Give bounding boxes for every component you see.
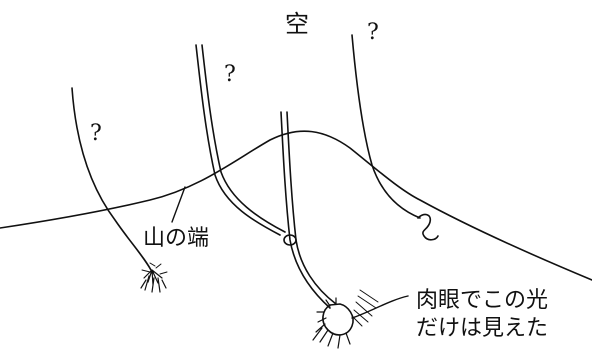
- mountain-ridge-line: [0, 130, 592, 281]
- trail-center-left-a: [195, 44, 281, 236]
- question-mark-center: ?: [224, 62, 236, 87]
- bright-burst-blob: [322, 303, 354, 336]
- burst-left: [140, 262, 168, 293]
- burst-center: [312, 297, 351, 349]
- trail-center-b: [286, 111, 337, 305]
- mountain-edge-leader-line: [171, 186, 186, 223]
- trail-center-left-b: [201, 44, 286, 233]
- caption-line-2: だけは見えた: [416, 316, 549, 341]
- mountain-edge-label: 山の端: [143, 226, 210, 251]
- trail-center-a: [280, 111, 331, 309]
- burst-center-hatch: [351, 289, 379, 327]
- trail-right-curl: [417, 213, 439, 241]
- question-mark-right: ?: [367, 20, 379, 45]
- caption-line-1: 肉眼でこの光: [416, 288, 549, 313]
- question-mark-left: ?: [90, 121, 102, 146]
- trail-right: [351, 34, 421, 219]
- caption-leader-line: [351, 295, 409, 319]
- sky-label: 空: [285, 10, 309, 38]
- trail-left: [71, 87, 153, 273]
